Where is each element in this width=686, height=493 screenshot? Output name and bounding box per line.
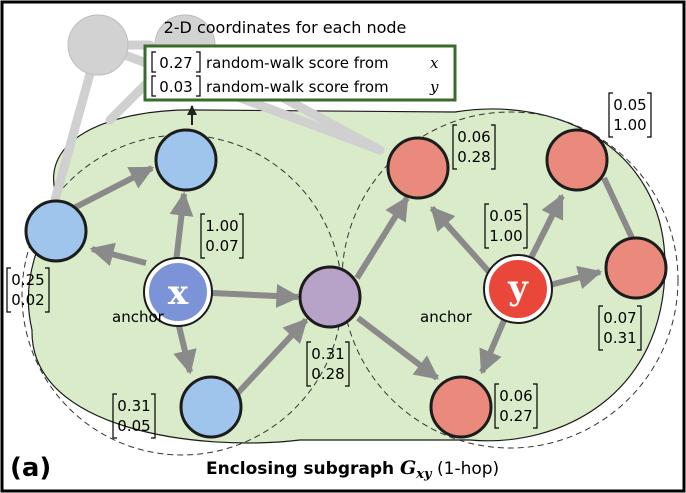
coord-value: 1.00 bbox=[613, 116, 646, 134]
coord-value: 0.05 bbox=[117, 417, 150, 435]
coord-vector-red-bottom: 0.06 0.27 bbox=[494, 383, 538, 429]
node-blue-bottom bbox=[179, 375, 243, 439]
coord-vector-blue-bottom: 0.31 0.05 bbox=[112, 393, 156, 439]
legend-row-y-value: 0.03 bbox=[159, 78, 192, 96]
coord-vector-x-anchor: 1.00 0.07 bbox=[200, 213, 244, 259]
coord-vector-blue-left: 0.25 0.02 bbox=[6, 267, 50, 313]
legend-row-x-var: x bbox=[430, 54, 439, 72]
node-x-anchor bbox=[145, 259, 211, 325]
coord-value: 0.25 bbox=[11, 271, 44, 289]
node-red-top bbox=[386, 136, 450, 200]
legend-box bbox=[143, 44, 457, 102]
internal-edges bbox=[68, 165, 635, 398]
coord-vector-y-anchor: 0.05 1.00 bbox=[484, 203, 528, 249]
node-y-anchor-ring bbox=[483, 254, 553, 324]
legend-header: 2-D coordinates for each node bbox=[164, 18, 407, 37]
external-node-left bbox=[67, 14, 129, 76]
node-red-right bbox=[604, 236, 668, 300]
node-red-topright bbox=[545, 128, 609, 192]
node-y-anchor bbox=[485, 256, 551, 322]
node-x-anchor-ring bbox=[143, 257, 213, 327]
legend-row-y-text: random-walk score from bbox=[206, 78, 389, 96]
coord-value: 0.31 bbox=[117, 397, 150, 415]
coord-value: 0.28 bbox=[457, 148, 490, 166]
x-anchor-tag: anchor bbox=[112, 308, 165, 326]
coord-vector-red-top: 0.06 0.28 bbox=[452, 124, 496, 170]
coord-vector-purple: 0.31 0.28 bbox=[306, 341, 350, 387]
panel-label: (a) bbox=[10, 453, 51, 483]
legend-row-x-value: 0.27 bbox=[159, 54, 192, 72]
coord-value: 1.00 bbox=[205, 217, 238, 235]
caption: Enclosing subgraph Gxy (1-hop) bbox=[206, 457, 499, 482]
coord-value: 0.31 bbox=[603, 329, 636, 347]
coord-value: 0.05 bbox=[489, 207, 522, 225]
legend-row-x-text: random-walk score from bbox=[206, 54, 389, 72]
node-purple-bridge bbox=[298, 265, 362, 329]
coord-value: 0.31 bbox=[311, 345, 344, 363]
nodes bbox=[24, 128, 668, 439]
coord-vector-red-topright: 0.05 1.00 bbox=[608, 92, 652, 138]
coord-value: 0.27 bbox=[499, 407, 532, 425]
coord-value: 0.06 bbox=[457, 128, 490, 146]
node-red-bottom bbox=[429, 375, 493, 439]
caption-suffix: (1-hop) bbox=[432, 459, 500, 479]
coord-value: 0.07 bbox=[205, 237, 238, 255]
x-anchor-label: x bbox=[168, 273, 189, 313]
coord-value: 0.02 bbox=[11, 291, 44, 309]
caption-subscript: xy bbox=[415, 467, 433, 482]
y-hop-circle bbox=[341, 111, 679, 449]
coord-value: 0.28 bbox=[311, 365, 344, 383]
caption-prefix: Enclosing subgraph bbox=[206, 459, 400, 479]
coord-vector-red-right: 0.07 0.31 bbox=[598, 305, 642, 351]
node-blue-left bbox=[24, 199, 88, 263]
coord-value: 0.06 bbox=[499, 387, 532, 405]
caption-symbol: G bbox=[400, 457, 416, 479]
y-anchor-label: y bbox=[507, 268, 529, 308]
coord-value: 0.07 bbox=[603, 309, 636, 327]
node-blue-top bbox=[154, 128, 218, 192]
coord-value: 0.05 bbox=[613, 96, 646, 114]
coord-value: 1.00 bbox=[489, 227, 522, 245]
y-anchor-tag: anchor bbox=[420, 308, 473, 326]
legend-row-y-var: y bbox=[429, 78, 439, 96]
coordinate-labels: 0.25 0.02 1.00 0.07 0.31 0.05 0.31 0.28 0.06 0.28… bbox=[6, 92, 652, 439]
